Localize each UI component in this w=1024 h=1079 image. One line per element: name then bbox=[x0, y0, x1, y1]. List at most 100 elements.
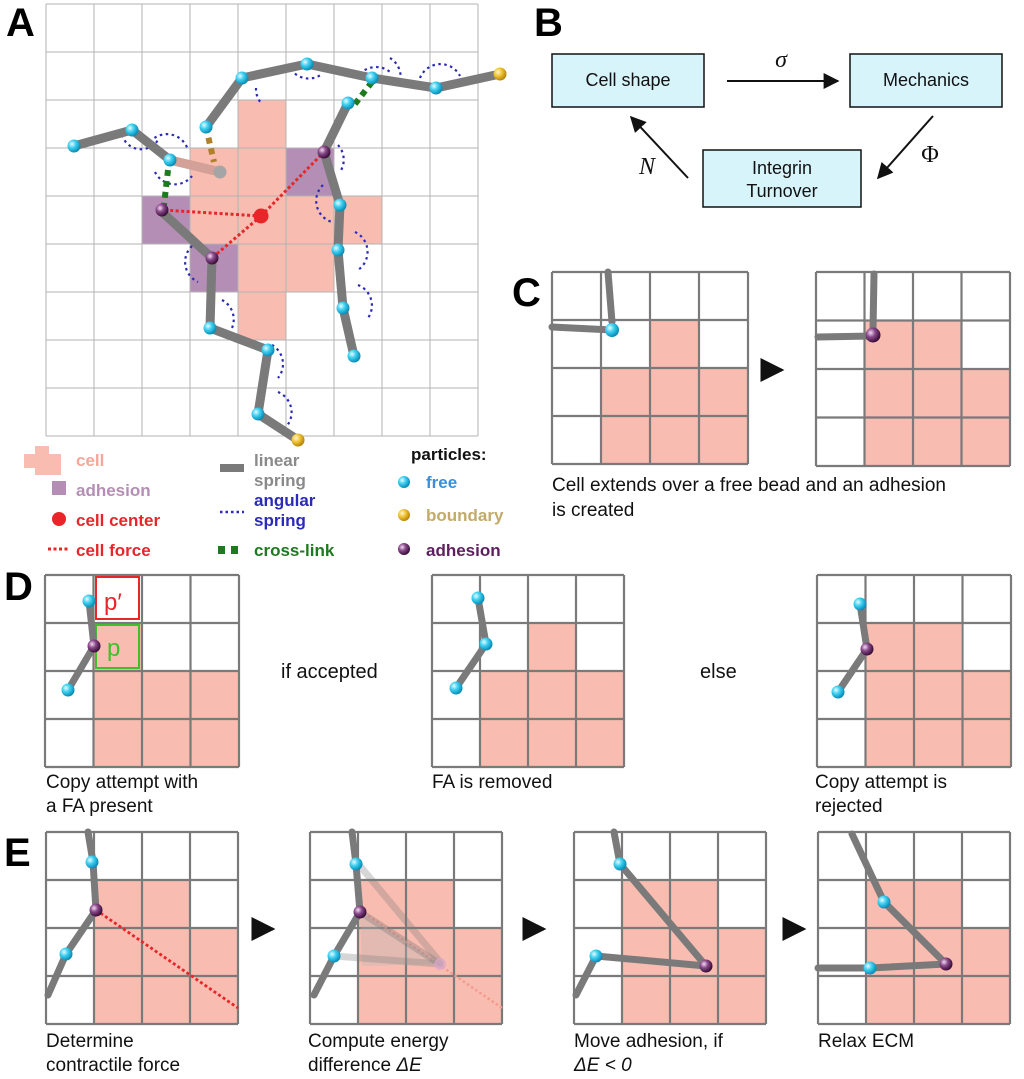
legend-boundary: boundary bbox=[426, 506, 504, 525]
free-bead bbox=[327, 949, 341, 963]
free-bead bbox=[853, 597, 867, 611]
angular-spring bbox=[418, 63, 461, 79]
free-bead bbox=[605, 323, 619, 337]
panel-e-caption-2b: difference ΔE bbox=[308, 1055, 422, 1076]
free-bead bbox=[429, 81, 443, 95]
free-bead bbox=[347, 349, 361, 363]
legend-cell-icon bbox=[24, 446, 61, 475]
cell-forces bbox=[161, 150, 326, 260]
boundary-bead bbox=[291, 433, 305, 447]
free-bead bbox=[251, 407, 265, 421]
legend-cell-force: cell force bbox=[76, 541, 151, 560]
faded-bead bbox=[213, 165, 227, 179]
integrin-box bbox=[702, 149, 862, 208]
panel-e-caption-3b: ΔE < 0 bbox=[573, 1055, 632, 1076]
arrow-phi bbox=[876, 115, 934, 180]
angular-spring bbox=[286, 63, 323, 80]
legend-cell: cell bbox=[76, 451, 104, 470]
panel-label-e: E bbox=[4, 831, 31, 875]
panel-d-caption-3b: rejected bbox=[815, 796, 883, 817]
mechanics-label: Mechanics bbox=[883, 70, 969, 90]
legend-free: free bbox=[426, 473, 457, 492]
free-bead bbox=[85, 855, 99, 869]
angular-spring bbox=[357, 283, 373, 319]
cell-force bbox=[161, 208, 262, 218]
free-bead bbox=[235, 71, 249, 85]
angular-spring bbox=[277, 390, 293, 429]
panel-d-caption-1a: Copy attempt with bbox=[46, 772, 198, 793]
panel-d-caption-2a: FA is removed bbox=[432, 772, 552, 793]
phi-label: Φ bbox=[921, 142, 939, 168]
free-bead bbox=[471, 591, 485, 605]
cell-square bbox=[286, 196, 334, 244]
panel-e-grid-3 bbox=[572, 828, 768, 1026]
adhesion-bead bbox=[317, 145, 331, 159]
angular-spring bbox=[184, 245, 199, 284]
adhesion-bead bbox=[860, 642, 874, 656]
adhesion-bead bbox=[89, 903, 103, 917]
sigma-label: σ bbox=[775, 47, 788, 73]
free-bead bbox=[61, 683, 75, 697]
p-label: p bbox=[107, 635, 120, 662]
angular-spring bbox=[221, 299, 235, 329]
adhesion-bead bbox=[155, 203, 169, 217]
panel-c-caption-2: is created bbox=[552, 500, 634, 521]
n-label: N bbox=[638, 154, 657, 180]
cross-link bbox=[352, 80, 375, 106]
legend-linear-2: spring bbox=[254, 471, 306, 490]
free-bead bbox=[199, 120, 213, 134]
else-label: else bbox=[700, 661, 737, 683]
panel-e-caption-1b: contractile force bbox=[46, 1055, 180, 1076]
cell-shape-box bbox=[551, 53, 705, 108]
legend-linear-1: linear bbox=[254, 451, 300, 470]
panel-label-d: D bbox=[4, 565, 33, 609]
cell-square bbox=[238, 148, 286, 196]
free-bead bbox=[331, 243, 345, 257]
adhesion-bead bbox=[699, 959, 713, 973]
fiber bbox=[157, 207, 303, 445]
site-p-prime-box bbox=[95, 576, 140, 620]
cell-square bbox=[238, 244, 286, 292]
panel-label-b: B bbox=[534, 1, 563, 45]
free-bead bbox=[877, 895, 891, 909]
panel-label-a: A bbox=[6, 1, 35, 45]
legend-adhesion-particle: adhesion bbox=[426, 541, 501, 560]
angular-spring bbox=[337, 144, 345, 173]
adhesion-bead bbox=[205, 251, 219, 265]
free-bead bbox=[82, 594, 96, 608]
cell-square bbox=[238, 292, 286, 340]
legend-cell-center: cell center bbox=[76, 511, 160, 530]
if-accepted-label: if accepted bbox=[281, 661, 378, 683]
adhesion-bead bbox=[939, 957, 953, 971]
cell-square bbox=[238, 100, 286, 148]
free-bead bbox=[365, 71, 379, 85]
legend-angular-1: angular bbox=[254, 491, 316, 510]
mechanics-box bbox=[849, 53, 1003, 108]
panel-d-caption-1b: a FA present bbox=[46, 796, 153, 817]
integrin-label-1: Integrin bbox=[752, 158, 812, 178]
fiber-faded bbox=[165, 155, 225, 177]
cell-force bbox=[259, 150, 326, 218]
panel-d-grid-2 bbox=[430, 573, 626, 769]
free-bead bbox=[67, 139, 81, 153]
legend-cell-center-icon bbox=[52, 512, 66, 526]
panel-c-before bbox=[548, 268, 750, 466]
adhesion-bead bbox=[353, 905, 367, 919]
angular-spring bbox=[271, 344, 285, 379]
arrow-n bbox=[629, 115, 689, 179]
feedback-loop: Cell shape Mechanics Integrin Turnover σ… bbox=[551, 47, 1003, 208]
panel-e-grid-4 bbox=[814, 830, 1012, 1026]
legend-particles-title: particles: bbox=[411, 445, 487, 464]
cross-link bbox=[161, 169, 171, 206]
free-bead bbox=[341, 96, 355, 110]
free-bead bbox=[863, 961, 877, 975]
legend-free-icon bbox=[398, 476, 410, 488]
legend-adhesion-icon bbox=[52, 481, 66, 495]
free-bead bbox=[479, 637, 493, 651]
free-bead bbox=[333, 198, 347, 212]
panel-e-grid-1 bbox=[44, 828, 240, 1026]
boundary-bead bbox=[493, 67, 507, 81]
panel-d-caption-3a: Copy attempt is bbox=[815, 772, 947, 793]
free-bead bbox=[613, 857, 627, 871]
cell-square bbox=[190, 196, 238, 244]
